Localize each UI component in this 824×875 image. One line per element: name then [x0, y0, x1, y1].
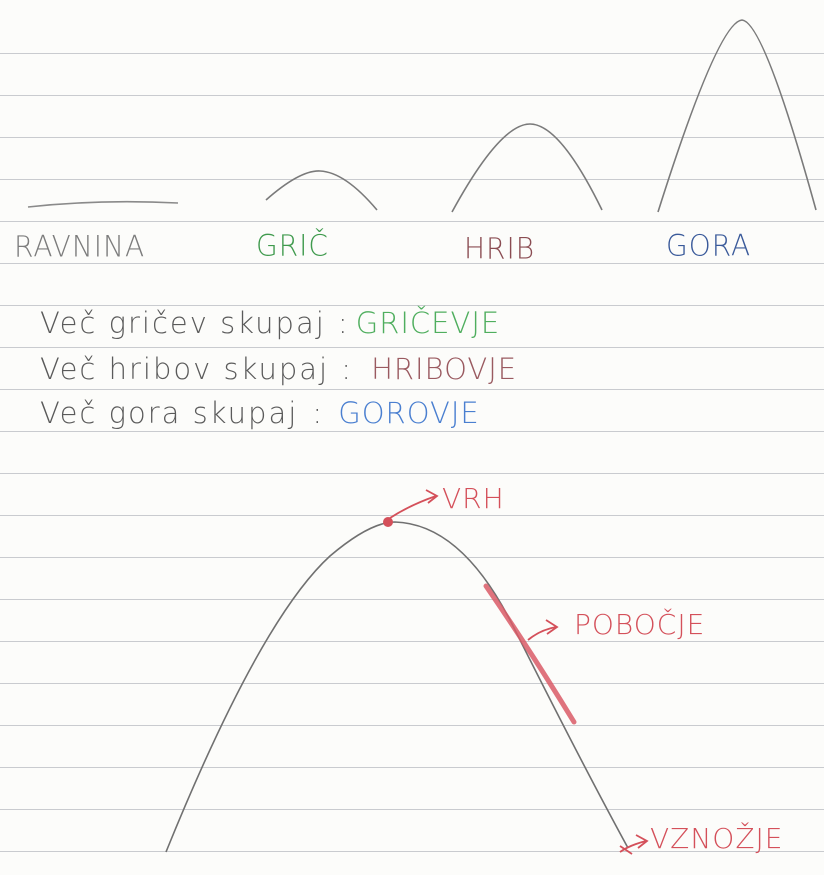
label-hill: HRIB: [464, 231, 536, 266]
label-mountain: GORA: [666, 228, 752, 263]
peak-dot: [383, 517, 393, 527]
collective-phrase: Več gričev skupaj: [40, 306, 326, 340]
slope-highlight: [483, 583, 577, 725]
collective-result: GOROVJE: [338, 396, 480, 430]
hill-outline: [451, 123, 603, 213]
collective-result: GRIČEVJE: [355, 306, 501, 340]
label-slope: POBOČJE: [574, 608, 706, 641]
label-knoll: GRIČ: [256, 228, 329, 263]
collective-separator: :: [312, 396, 325, 430]
collective-result: HRIBOVJE: [371, 352, 518, 386]
slope-arrow: [527, 619, 559, 641]
label-foot: VZNOŽJE: [650, 822, 784, 855]
big-mountain-outline: [165, 521, 629, 853]
plain-outline: [27, 200, 179, 208]
label-peak: VRH: [442, 482, 505, 515]
collective-phrase: Več hribov skupaj: [40, 352, 330, 386]
collective-phrase: Več gora skupaj: [40, 396, 299, 430]
collective-separator: :: [337, 306, 350, 340]
collective-separator: :: [341, 352, 353, 386]
collective-row-knolls: Več gričev skupaj : GRIČEVJE: [40, 306, 500, 340]
mountain-outline: [657, 19, 817, 213]
foot-arrow: [619, 834, 649, 855]
collective-row-mountains: Več gora skupaj : GOROVJE: [40, 396, 480, 430]
peak-arrow: [389, 489, 439, 519]
knoll-outline: [265, 170, 378, 211]
collective-row-hills: Več hribov skupaj : HRIBOVJE: [40, 352, 517, 386]
label-plain: RAVNINA: [14, 229, 146, 264]
